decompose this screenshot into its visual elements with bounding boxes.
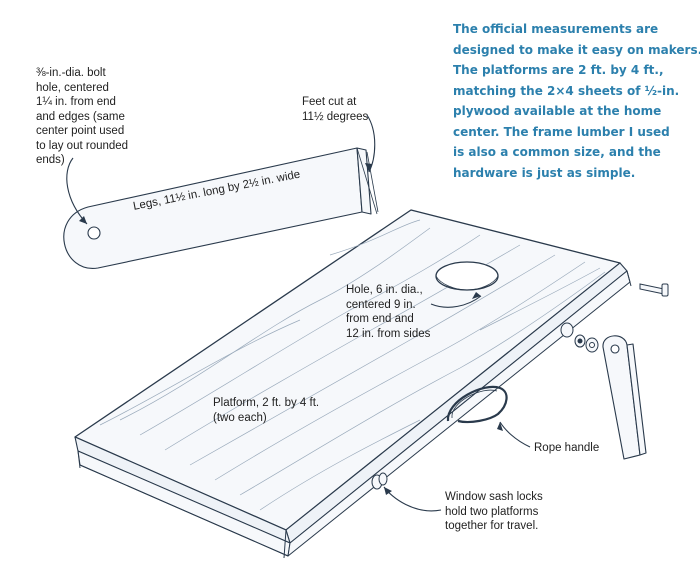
sash-lock-icon: [371, 472, 388, 490]
bolt-hole-icon: [87, 226, 101, 240]
leader-arrowheads: [79, 163, 503, 495]
callout-line: centered 9 in.: [346, 298, 416, 311]
intro-line: The platforms are 2 ft. by 4 ft.,: [453, 63, 664, 77]
callout-line: (two each): [213, 411, 267, 424]
intro-line: matching the 2×4 sheets of ½-in.: [453, 83, 680, 98]
callout-line: from end and: [346, 313, 414, 325]
intro-text: The official measurements are designed t…: [453, 19, 700, 183]
rope-handle-callout: Rope handle: [534, 442, 600, 454]
callout-line: to lay out rounded: [36, 139, 129, 152]
callout-line: together for travel.: [445, 520, 539, 532]
callout-line: ⅜-in.-dia. bolt: [36, 67, 106, 79]
callout-line: ends): [36, 154, 65, 166]
hole-callout: Hole, 6 in. dia., centered 9 in. from en…: [346, 283, 456, 341]
callout-line: 1¼ in. from end: [36, 96, 116, 108]
intro-line: The official measurements are: [453, 22, 659, 36]
callout-line: hole, centered: [36, 81, 109, 94]
intro-line: plywood available at the home: [453, 104, 662, 118]
leader-feet-cut: [366, 114, 376, 173]
wood-grain: [99, 219, 606, 511]
callout-line: Hole, 6 in. dia.,: [346, 284, 423, 296]
leader-bolt-hole: [66, 157, 88, 225]
leader-sash-locks: [383, 486, 442, 512]
rope-handle-icon: [446, 385, 508, 424]
callout-line: Window sash locks: [445, 491, 543, 503]
platform-hole: [435, 261, 499, 291]
callout-line: 12 in. from sides: [346, 327, 431, 340]
platform-callout: Platform, 2 ft. by 4 ft. (two each): [213, 396, 353, 425]
callout-line: Feet cut at: [302, 96, 357, 108]
leader-rope-handle: [499, 421, 531, 448]
washer-icon: [560, 322, 599, 353]
callout-line: center point used: [36, 125, 125, 137]
intro-line: hardware is just as simple.: [453, 165, 636, 180]
intro-line: is also a common size, and the: [453, 145, 661, 159]
sash-locks-callout: Window sash locks hold two platforms tog…: [445, 490, 565, 534]
feet-cut-callout: Feet cut at 11½ degrees: [302, 95, 412, 124]
bolt-hole-callout: ⅜-in.-dia. bolt hole, centered 1¼ in. fr…: [36, 66, 186, 168]
callout-line: and edges (same: [36, 110, 125, 123]
attached-leg: [602, 335, 647, 460]
callout-line: Platform, 2 ft. by 4 ft.: [213, 397, 320, 409]
callout-line: 11½ degrees: [302, 110, 369, 123]
intro-line: designed to make it easy on makers.: [453, 42, 700, 57]
bolt-icon: [639, 283, 669, 297]
callout-line: hold two platforms: [445, 505, 539, 518]
leader-hole: [430, 295, 482, 308]
leg-piece: [63, 147, 379, 269]
intro-line: center. The frame lumber I used: [453, 124, 670, 139]
